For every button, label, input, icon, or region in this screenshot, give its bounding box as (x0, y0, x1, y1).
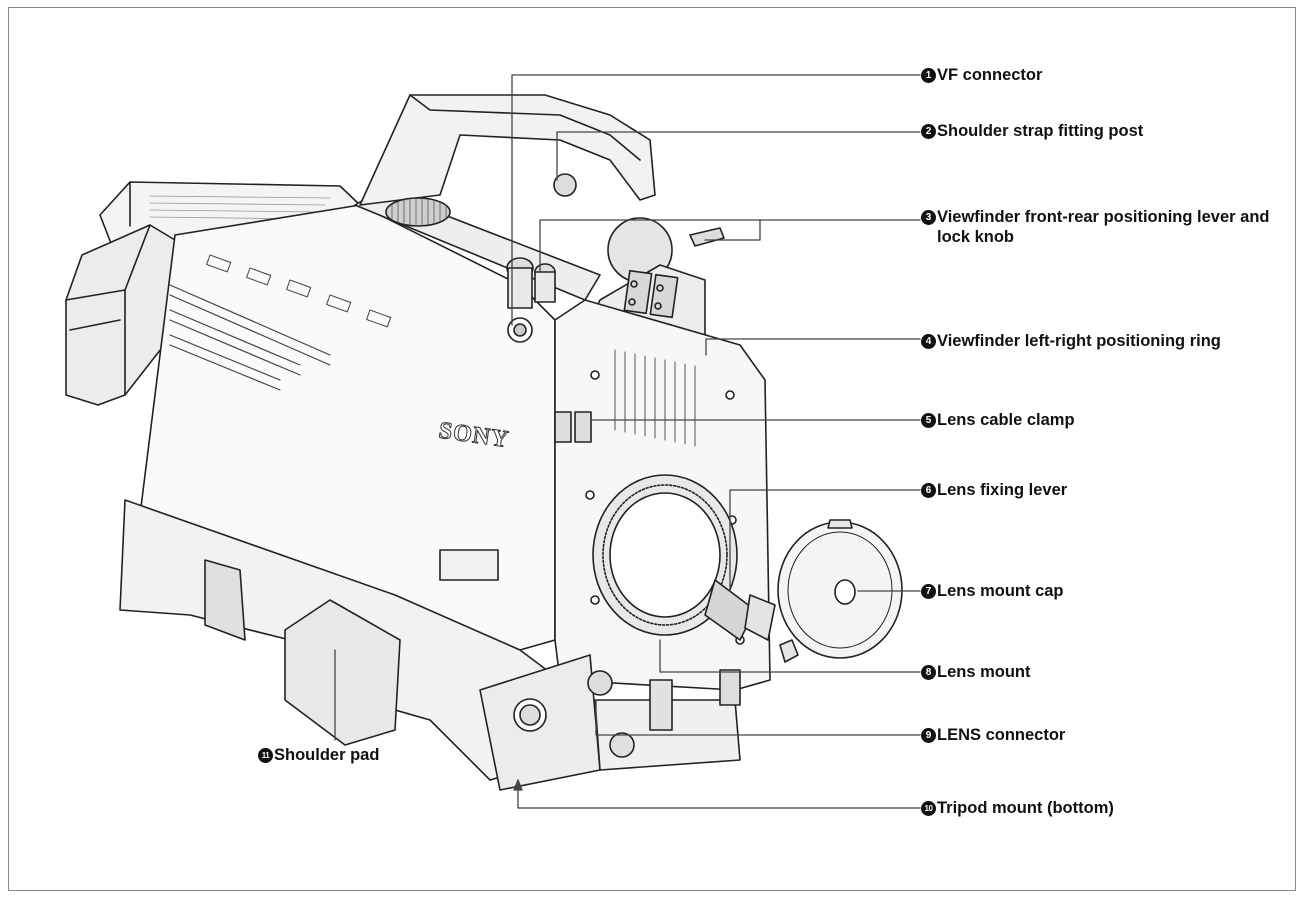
callout-number-11: 11 (258, 748, 273, 763)
callout-label-tripod-mount: Tripod mount (bottom) (937, 799, 1114, 817)
callout-vf-connector: 1 VF connector (921, 65, 1281, 85)
callout-number-10: 10 (921, 801, 936, 816)
figure-frame (8, 7, 1296, 891)
callout-label-vf-connector: VF connector (937, 66, 1043, 84)
camera-base (119, 499, 741, 791)
callout-number-9: 9 (921, 728, 936, 743)
callout-label-lens-mount-cap: Lens mount cap (937, 582, 1064, 600)
callout-number-8: 8 (921, 665, 936, 680)
callout-lens-fixing-lever: 6 Lens fixing lever (921, 480, 1281, 500)
callout-viewfinder-left-right-ring: 4 Viewfinder left-right positioning ring (921, 331, 1256, 351)
callout-number-2: 2 (921, 124, 936, 139)
callout-number-7: 7 (921, 584, 936, 599)
callout-number-1: 1 (921, 68, 936, 83)
callout-number-3: 3 (921, 210, 936, 225)
callout-label-viewfinder-front-rear-lever: Viewfinder front-rear positioning lever … (937, 208, 1270, 246)
callout-label-lens-fixing-lever: Lens fixing lever (937, 481, 1068, 499)
lens-mount (592, 474, 776, 641)
callout-lens-cable-clamp: 5 Lens cable clamp (921, 410, 1281, 430)
camera-body: SONY (139, 189, 601, 651)
callout-label-viewfinder-left-right-ring: Viewfinder left-right positioning ring (937, 332, 1221, 350)
callout-shoulder-pad: 11 Shoulder pad (258, 745, 458, 765)
callout-number-4: 4 (921, 334, 936, 349)
callout-tripod-mount: 10 Tripod mount (bottom) (921, 798, 1281, 818)
callout-shoulder-strap-post: 2 Shoulder strap fitting post (921, 121, 1281, 141)
callout-label-lens-cable-clamp: Lens cable clamp (937, 411, 1075, 429)
carrying-handle (359, 94, 656, 227)
callout-lens-mount-cap: 7 Lens mount cap (921, 581, 1281, 601)
callout-lens-mount: 8 Lens mount (921, 662, 1281, 682)
callout-viewfinder-front-rear-lever: 3 Viewfinder front-rear positioning leve… (921, 207, 1271, 247)
callout-number-6: 6 (921, 483, 936, 498)
leader-lines (334, 74, 921, 809)
callout-label-lens-mount: Lens mount (937, 663, 1031, 681)
lens-mount-cap (777, 519, 903, 663)
callout-lens-connector: 9 LENS connector (921, 725, 1281, 745)
callout-number-5: 5 (921, 413, 936, 428)
callout-label-lens-connector: LENS connector (937, 726, 1066, 744)
eyepiece-block (65, 224, 176, 406)
callout-label-shoulder-pad: Shoulder pad (274, 746, 380, 764)
callout-label-shoulder-strap-post: Shoulder strap fitting post (937, 122, 1144, 140)
